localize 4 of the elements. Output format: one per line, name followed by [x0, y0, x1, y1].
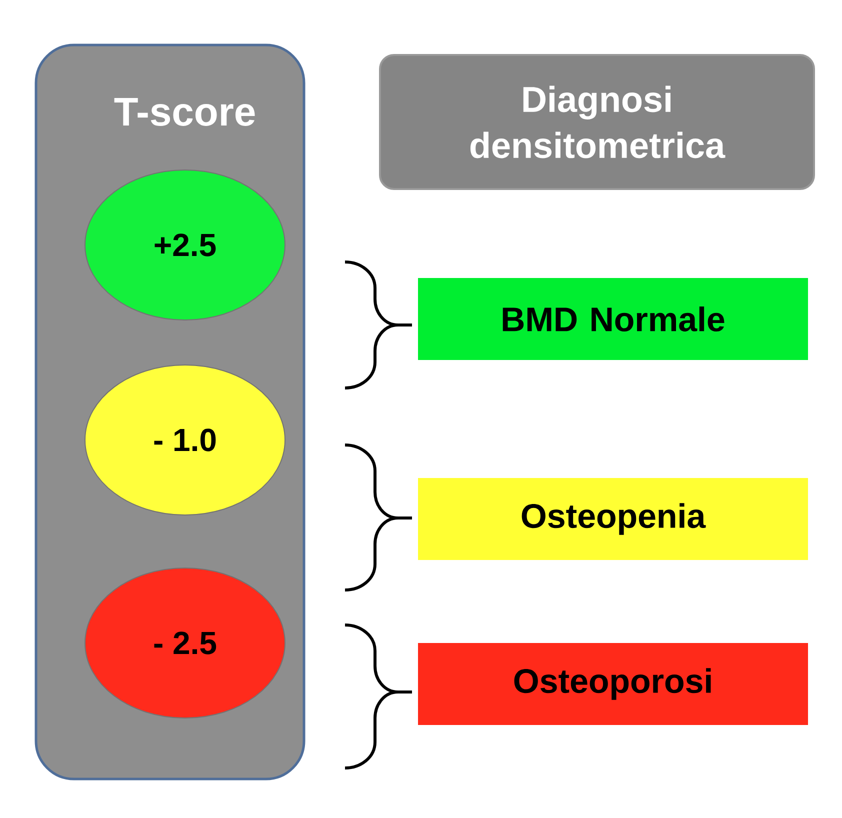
diagnosis-box: Osteoporosi	[418, 643, 808, 725]
heading-box: Diagnosi densitometrica	[379, 54, 816, 190]
diagnosis-box: Osteopenia	[418, 478, 808, 560]
diagnosis-box: BMD Normale	[418, 278, 808, 360]
